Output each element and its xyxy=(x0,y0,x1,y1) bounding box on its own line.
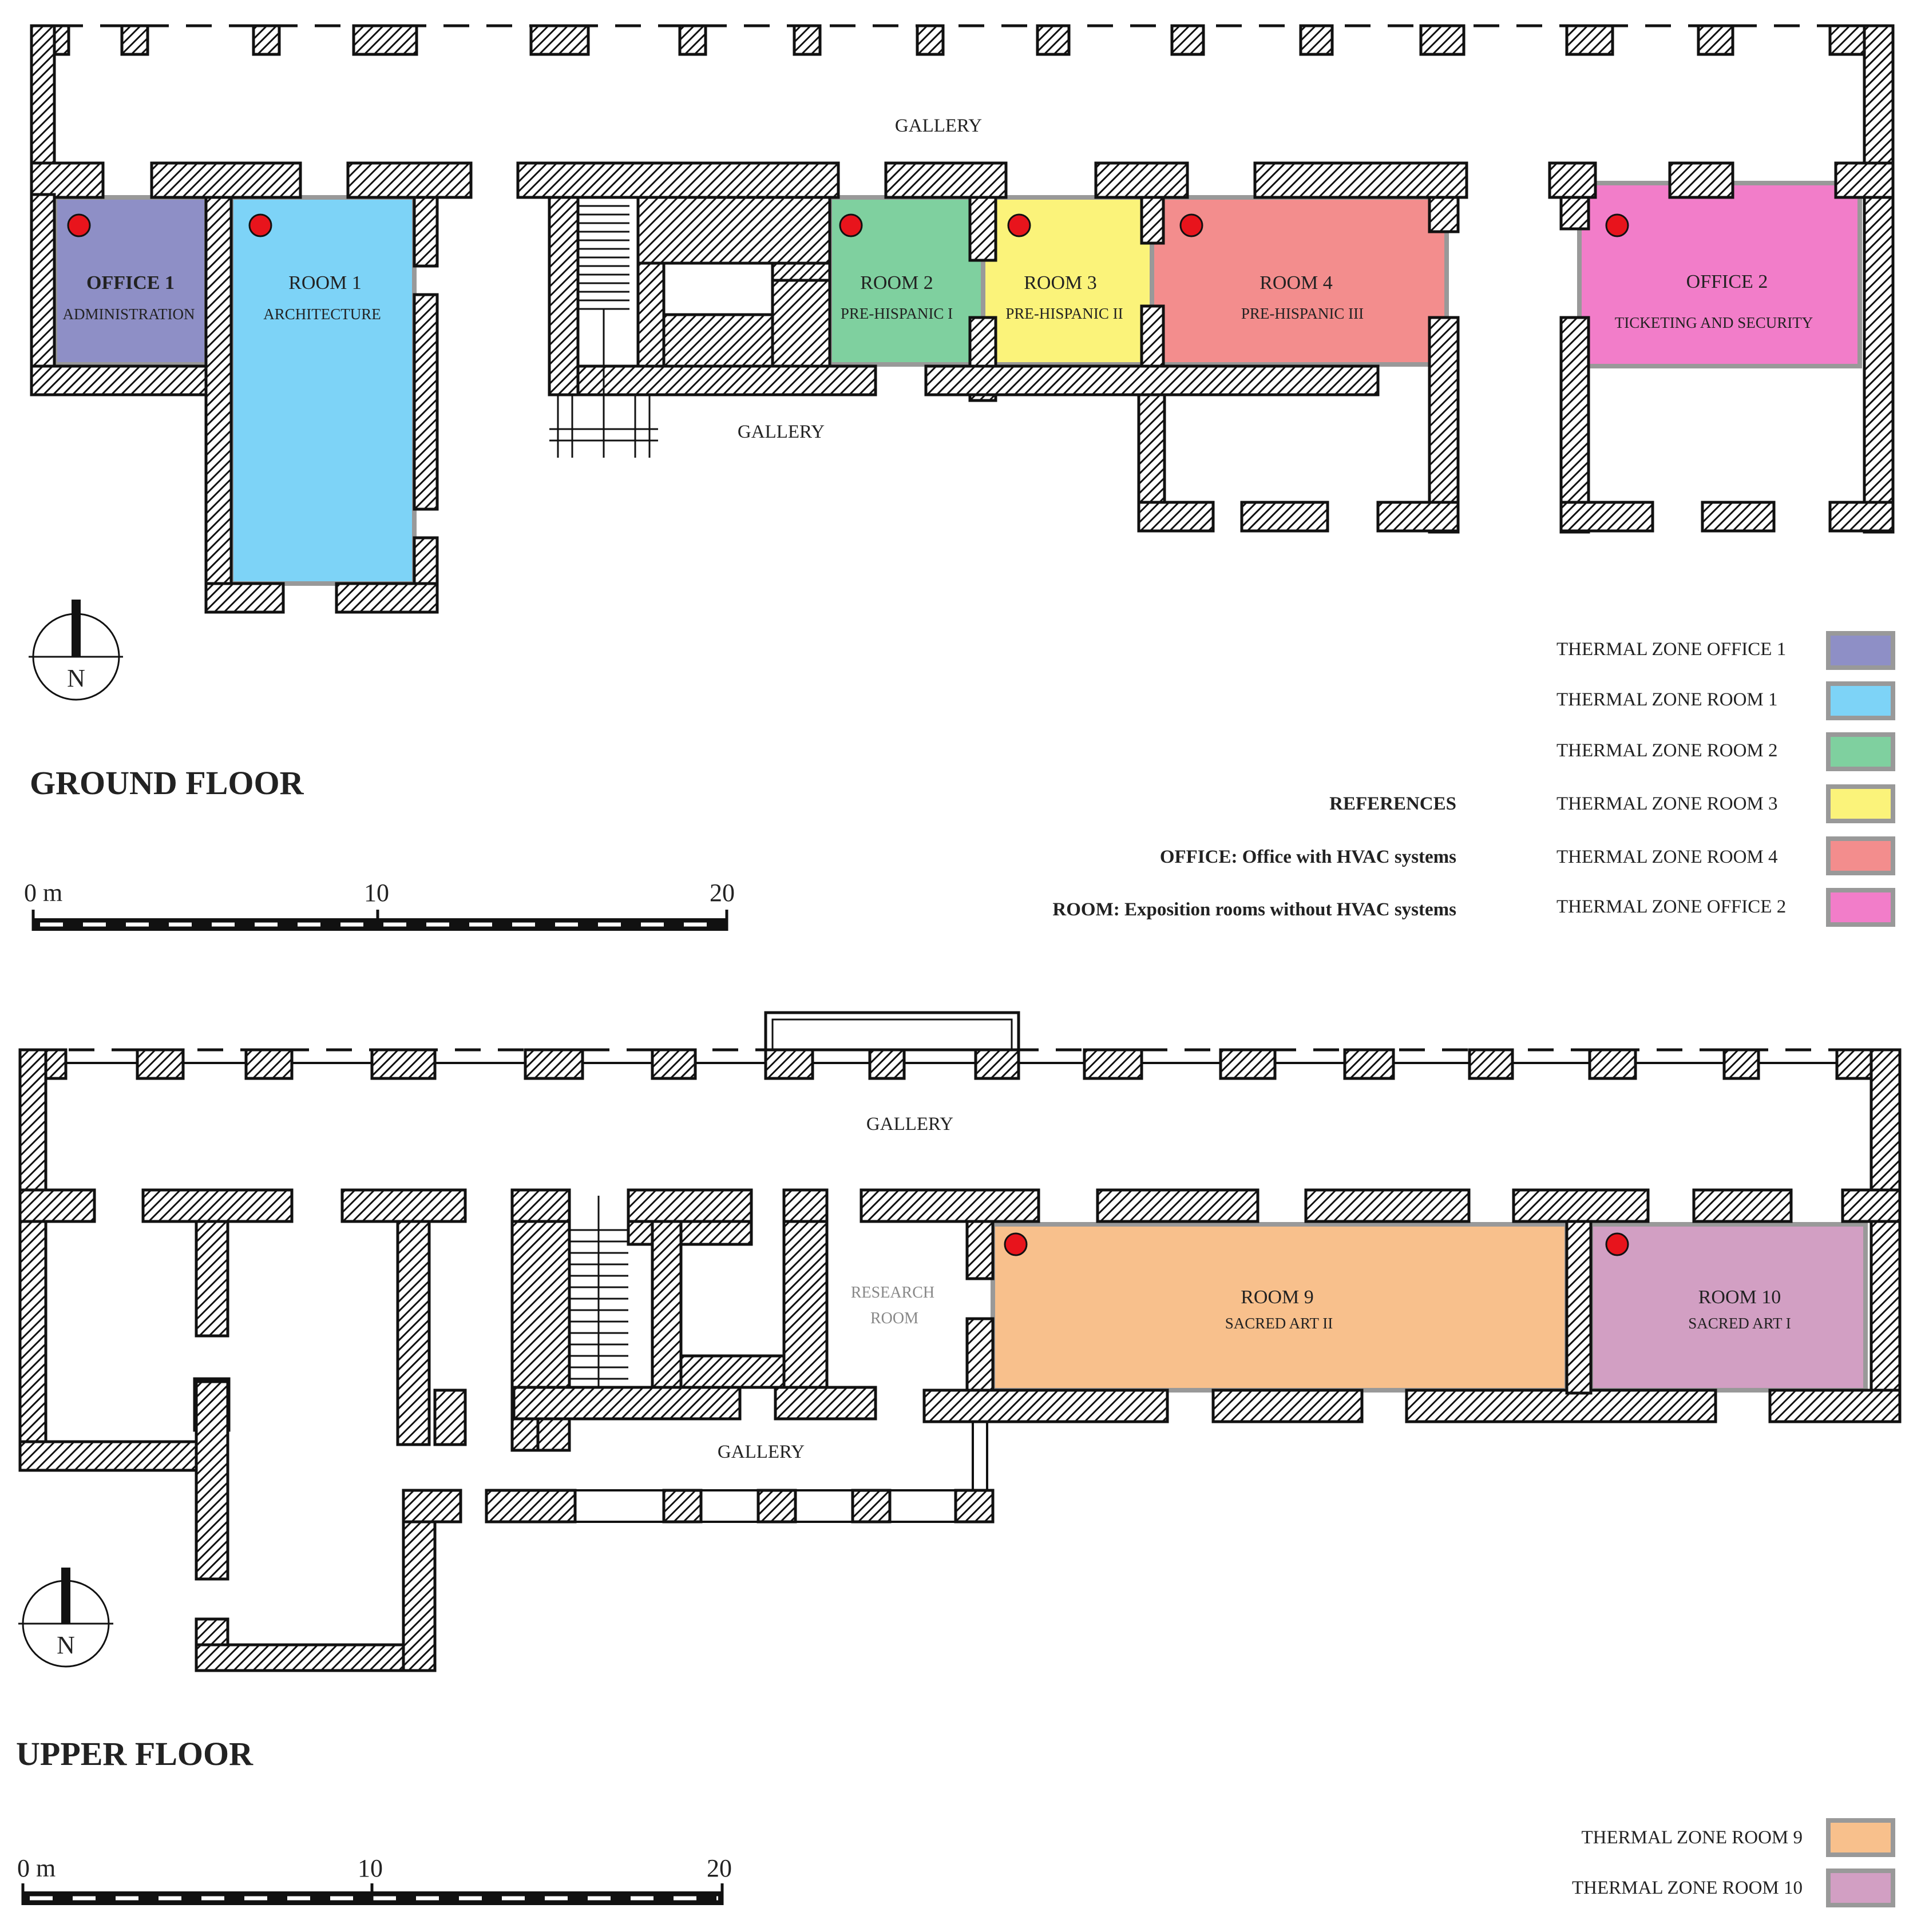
scale-end: 20 xyxy=(710,879,735,907)
ground-walls xyxy=(30,24,1895,614)
legend-label: THERMAL ZONE OFFICE 2 xyxy=(1556,896,1786,917)
legend-upper: THERMAL ZONE ROOM 9 THERMAL ZONE ROOM 10 xyxy=(1572,1818,1895,1907)
legend-label: THERMAL ZONE ROOM 3 xyxy=(1556,794,1778,814)
references-block: REFERENCES OFFICE: Office with HVAC syst… xyxy=(1052,794,1456,920)
legend-swatch xyxy=(1826,888,1895,927)
upper-gallery-label-north: GALLERY xyxy=(866,1114,953,1134)
references-room: ROOM: Exposition rooms without HVAC syst… xyxy=(1052,899,1456,920)
legend-ground: THERMAL ZONE OFFICE 1 THERMAL ZONE ROOM … xyxy=(1556,631,1895,927)
upper-lower-wing-walls xyxy=(195,1380,995,1672)
gallery-label-north: GALLERY xyxy=(895,116,982,136)
zone-name-room-2: ROOM 2 xyxy=(860,272,933,293)
zone-name-room-4: ROOM 4 xyxy=(1259,272,1333,293)
zone-name-room-3: ROOM 3 xyxy=(1024,272,1097,293)
compass-letter: N xyxy=(57,1631,75,1659)
zone-use-office-2: TICKETING AND SECURITY xyxy=(1615,314,1813,331)
scale-start: 0 m xyxy=(24,879,62,907)
scale-mid: 10 xyxy=(358,1854,383,1882)
ground-floor-plan: GALLERY GALLERY OFFICE 1 ADMINISTRATION … xyxy=(24,24,1895,931)
zone-name-room-9: ROOM 9 xyxy=(1241,1287,1314,1308)
sensor-room-2 xyxy=(839,213,863,237)
references-office: OFFICE: Office with HVAC systems xyxy=(1160,847,1456,867)
zone-use-office-1: ADMINISTRATION xyxy=(63,306,195,323)
research-room-label-2: ROOM xyxy=(870,1310,918,1327)
sensor-room-1 xyxy=(248,213,272,237)
legend-label: THERMAL ZONE ROOM 1 xyxy=(1556,689,1778,710)
legend-label: THERMAL ZONE OFFICE 1 xyxy=(1556,639,1786,660)
legend-swatch xyxy=(1826,681,1895,720)
north-arrow-icon: N xyxy=(29,600,123,701)
zone-name-office-2: OFFICE 2 xyxy=(1686,271,1768,292)
legend-label: THERMAL ZONE ROOM 9 xyxy=(1581,1827,1803,1848)
legend-swatch xyxy=(1826,836,1895,875)
zone-room-1 xyxy=(229,195,417,586)
balcony xyxy=(764,1011,1020,1052)
zone-name-room-10: ROOM 10 xyxy=(1698,1287,1781,1308)
ground-floor-title: GROUND FLOOR xyxy=(30,764,304,802)
gallery-label-south: GALLERY xyxy=(738,422,825,442)
compass-letter: N xyxy=(67,664,85,692)
upper-gallery-label-south: GALLERY xyxy=(718,1442,805,1462)
legend-label: THERMAL ZONE ROOM 2 xyxy=(1556,740,1778,761)
sensor-room-4 xyxy=(1179,213,1203,237)
zone-use-room-1: ARCHITECTURE xyxy=(263,306,381,323)
upper-floor-plan: GALLERY GALLERY RESEARCH ROOM ROOM 9 SAC… xyxy=(16,1011,1902,1905)
sensor-room-10 xyxy=(1605,1232,1629,1256)
ground-scale-bar: 0 m 10 20 xyxy=(24,879,735,931)
legend-swatch xyxy=(1826,1818,1895,1857)
legend-label: THERMAL ZONE ROOM 10 xyxy=(1572,1878,1803,1898)
scale-start: 0 m xyxy=(17,1854,56,1882)
ground-stairs xyxy=(549,205,658,458)
sensor-office-2 xyxy=(1605,213,1629,237)
scale-mid: 10 xyxy=(364,879,389,907)
legend-swatch xyxy=(1826,1868,1895,1907)
zone-name-room-1: ROOM 1 xyxy=(288,272,362,293)
references-heading: REFERENCES xyxy=(1329,794,1456,814)
zone-use-room-2: PRE-HISPANIC I xyxy=(841,305,953,322)
sensor-room-3 xyxy=(1007,213,1031,237)
north-arrow-icon: N xyxy=(18,1568,113,1668)
sensor-room-9 xyxy=(1004,1232,1028,1256)
legend-swatch xyxy=(1826,784,1895,823)
zone-use-room-3: PRE-HISPANIC II xyxy=(1005,305,1123,322)
research-room-label-1: RESEARCH xyxy=(851,1284,934,1302)
zone-office-2 xyxy=(1577,181,1862,368)
upper-floor-title: UPPER FLOOR xyxy=(16,1735,254,1772)
upper-stairs xyxy=(569,1196,628,1387)
zone-room-10 xyxy=(1589,1222,1868,1393)
zone-use-room-10: SACRED ART I xyxy=(1688,1315,1791,1332)
scale-end: 20 xyxy=(707,1854,732,1882)
legend-swatch xyxy=(1826,732,1895,771)
legend-swatch xyxy=(1826,631,1895,670)
upper-scale-bar: 0 m 10 20 xyxy=(17,1854,732,1905)
zone-use-room-4: PRE-HISPANIC III xyxy=(1241,305,1364,322)
zone-use-room-9: SACRED ART II xyxy=(1225,1315,1333,1332)
zone-name-office-1: OFFICE 1 xyxy=(86,272,175,293)
legend-label: THERMAL ZONE ROOM 4 xyxy=(1556,847,1778,867)
sensor-office-1 xyxy=(67,213,91,237)
zone-room-9 xyxy=(991,1222,1569,1393)
